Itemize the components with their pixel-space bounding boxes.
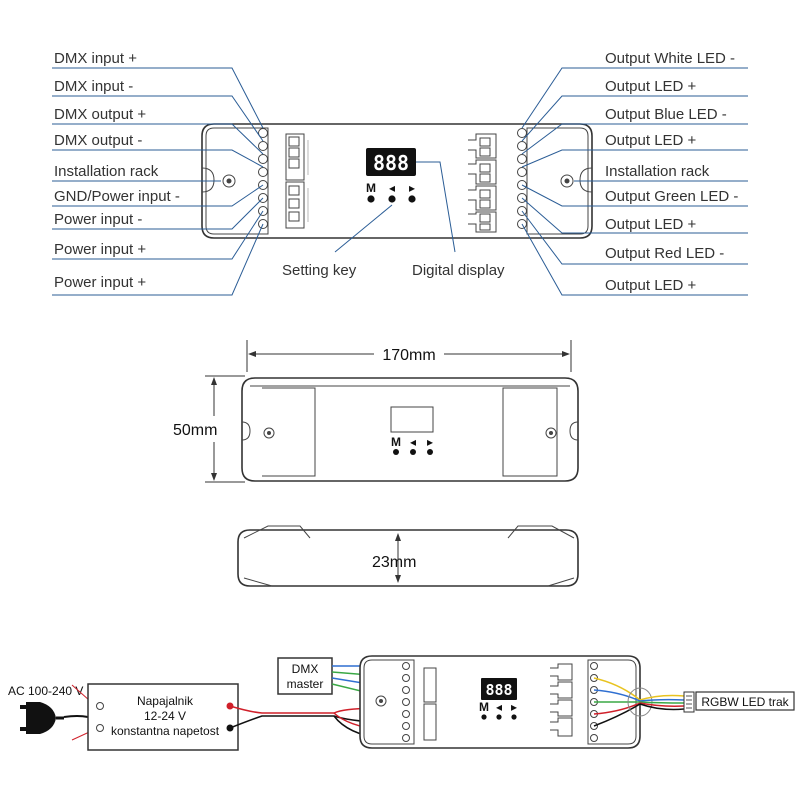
- dim-key-m-label: M: [391, 435, 401, 449]
- digital-display-label: Digital display: [412, 262, 505, 279]
- digital-display-pointer: [416, 161, 456, 253]
- wiring-left-terminals: [402, 662, 410, 742]
- label-output-white-led-minus: Output White LED -: [605, 50, 735, 67]
- label-dmx-output-plus: DMX output +: [54, 106, 146, 123]
- label-output-red-led-minus: Output Red LED -: [605, 245, 724, 262]
- label-dmx-input-minus: DMX input -: [54, 78, 133, 95]
- wiring-key-right-label: ▸: [511, 700, 517, 714]
- label-gnd-power-input-minus: GND/Power input -: [54, 188, 180, 205]
- left-end-cap: [205, 127, 269, 235]
- label-installation-rack-left: Installation rack: [54, 163, 159, 180]
- mounting-hole-left: [201, 167, 236, 193]
- wiring-controller-housing: [359, 655, 641, 749]
- key-left-label: ◂: [389, 181, 395, 195]
- dim-key-left-label: ◂: [410, 435, 416, 449]
- length-dimension: 170mm: [382, 347, 435, 364]
- dim-key-right-label: ▸: [427, 435, 433, 449]
- wiring-display: [481, 678, 517, 700]
- top-view: 888 M ◂ ▸ DMX input + DMX input - DMX ou…: [52, 50, 748, 296]
- dmx-master-line2: master: [287, 677, 324, 691]
- label-output-led-plus-4: Output LED +: [605, 277, 697, 294]
- width-dimension: 50mm: [173, 422, 217, 439]
- dmx-master-line1: DMX: [292, 662, 319, 676]
- key-left-button[interactable]: [388, 195, 396, 203]
- label-output-green-led-minus: Output Green LED -: [605, 188, 738, 205]
- right-labels: Output White LED - Output LED + Output B…: [605, 50, 738, 294]
- left-labels: DMX input + DMX input - DMX output + DMX…: [54, 50, 180, 291]
- psu-name: Napajalnik: [137, 694, 194, 708]
- ac-voltage-label: AC 100-240 V: [8, 684, 83, 698]
- led-strip-connector: [683, 691, 695, 713]
- setting-key-label: Setting key: [282, 262, 357, 279]
- wiring-view: AC 100-240 V Napajalnik 12-24 V konstant…: [8, 655, 795, 751]
- psu-type: konstantna napetost: [111, 724, 220, 738]
- output-wire-blue: [593, 689, 641, 702]
- wiring-key-left-label: ◂: [496, 700, 502, 714]
- output-wire-common: [593, 703, 641, 727]
- right-end-cap: [526, 127, 589, 235]
- key-right-label: ▸: [409, 181, 415, 195]
- label-output-led-plus-3: Output LED +: [605, 216, 697, 233]
- right-terminal-screws: [517, 128, 527, 229]
- label-installation-rack-right: Installation rack: [605, 163, 710, 180]
- wiring-key-m-label: M: [479, 700, 489, 714]
- digital-display: [366, 148, 416, 176]
- dimension-display-window: [390, 406, 434, 433]
- dmx-master-box: [277, 657, 333, 695]
- label-power-input-minus: Power input -: [54, 211, 142, 228]
- dimension-view: 170mm 50mm M ◂ ▸ 23mm: [173, 340, 579, 587]
- label-power-input-plus-1: Power input +: [54, 241, 146, 258]
- led-strip-box: [695, 691, 795, 711]
- psu-voltage: 12-24 V: [144, 709, 186, 723]
- right-connector-block: [468, 133, 497, 233]
- key-m-button[interactable]: [367, 195, 375, 203]
- output-wire-white: [593, 677, 641, 701]
- label-dmx-input-plus: DMX input +: [54, 50, 137, 67]
- setting-key-pointer: [334, 204, 393, 253]
- label-power-input-plus-2: Power input +: [54, 274, 146, 291]
- label-dmx-output-minus: DMX output -: [54, 132, 142, 149]
- left-terminal-screws: [258, 128, 268, 229]
- power-supply-box: [87, 683, 239, 751]
- height-dimension: 23mm: [372, 554, 416, 571]
- ac-plug-icon: [20, 702, 64, 734]
- output-wire-red: [593, 702, 641, 715]
- dimension-top-body: [241, 377, 579, 482]
- led-strip-label: RGBW LED trak: [701, 695, 789, 709]
- dimension-side-body: [237, 529, 579, 587]
- label-output-led-plus-2: Output LED +: [605, 132, 697, 149]
- label-output-led-plus-1: Output LED +: [605, 78, 697, 95]
- mounting-hole-right: [560, 167, 593, 193]
- label-output-blue-led-minus: Output Blue LED -: [605, 106, 727, 123]
- left-connector-block: [285, 133, 309, 229]
- right-callouts: [521, 67, 748, 296]
- wiring-display-digits: 888: [485, 681, 512, 699]
- key-m-label: M: [366, 181, 376, 195]
- left-callouts: [52, 67, 264, 296]
- display-digits: 888: [373, 151, 409, 175]
- key-right-button[interactable]: [408, 195, 416, 203]
